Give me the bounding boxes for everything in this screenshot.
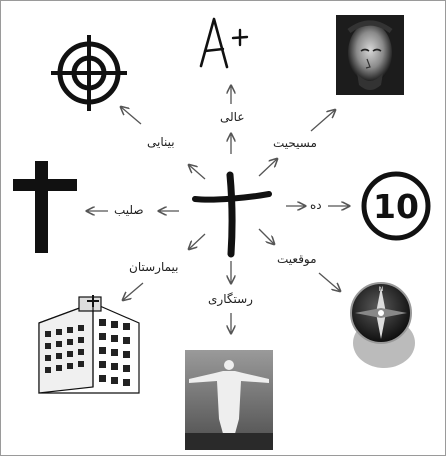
label-christianity: مسیحیت (273, 137, 317, 149)
label-position: موقعیت (277, 253, 317, 265)
label-salvation: رستگاری (208, 293, 253, 305)
label-excellent: عالی (220, 111, 244, 123)
label-cross: صلیب (114, 204, 144, 216)
label-hospital: بیمارستان (129, 261, 179, 273)
label-ten: ده (310, 199, 322, 211)
label-vision: بینایی (147, 136, 175, 148)
